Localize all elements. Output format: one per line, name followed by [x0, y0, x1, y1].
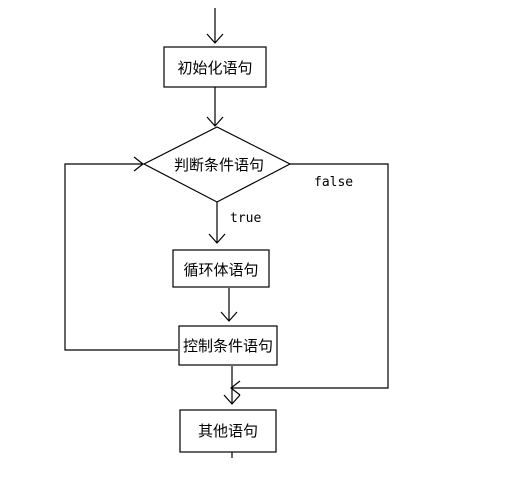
control-node-label: 控制条件语句 [183, 337, 273, 355]
body-node-label: 循环体语句 [183, 261, 258, 279]
arrow-body-to-control [220, 288, 238, 322]
arrow-init-to-condition [206, 87, 224, 127]
false-label: false [314, 175, 353, 190]
loop-back-arrow [64, 156, 178, 351]
init-node-label: 初始化语句 [177, 59, 252, 77]
true-label: true [230, 211, 261, 226]
other-node: 其他语句 [179, 409, 277, 453]
arrow-control-to-other [223, 366, 241, 405]
control-node: 控制条件语句 [178, 325, 278, 366]
arrow-true [208, 202, 226, 244]
other-node-label: 其他语句 [198, 422, 258, 440]
init-node: 初始化语句 [163, 46, 267, 88]
condition-node-label: 判断条件语句 [174, 156, 264, 174]
entry-arrow [206, 8, 224, 44]
condition-node: 判断条件语句 [142, 126, 292, 203]
body-node: 循环体语句 [172, 249, 270, 288]
arrow-false [230, 163, 389, 396]
